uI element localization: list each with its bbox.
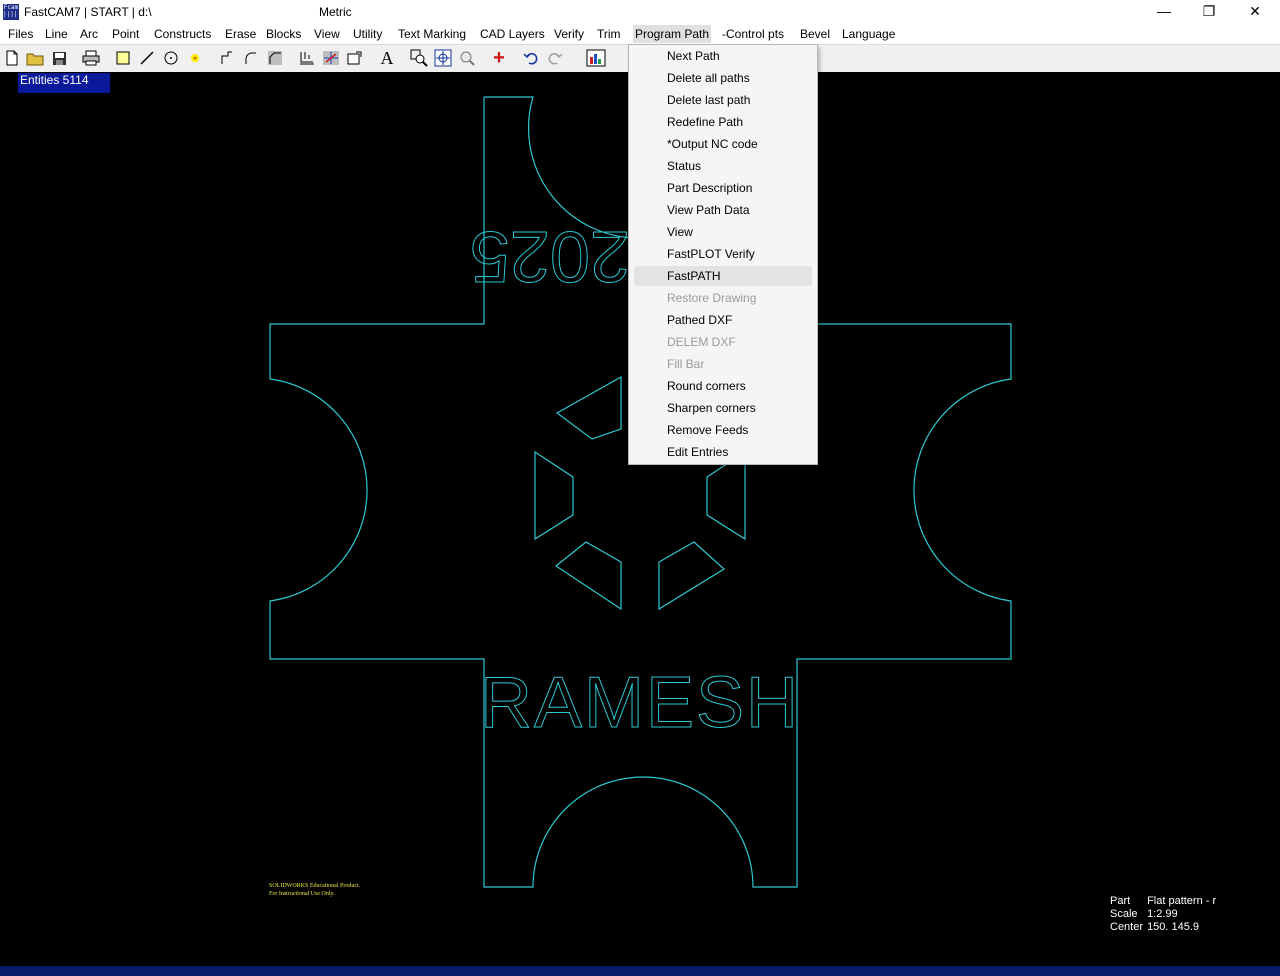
text-tool-icon[interactable]: A <box>380 47 394 68</box>
menu-program-path[interactable]: Program Path <box>633 25 712 43</box>
dd-fastplot-verify[interactable]: FastPLOT Verify <box>667 247 755 261</box>
status-strip <box>0 966 1280 976</box>
cutout-right <box>706 450 746 541</box>
restore-button[interactable]: ❐ <box>1202 3 1216 19</box>
logo-bars: ||||| <box>3 11 22 18</box>
menu-bevel[interactable]: Bevel <box>800 27 831 41</box>
dd-fastpath[interactable]: FastPATH <box>634 266 812 286</box>
block-insert-icon[interactable] <box>345 48 365 68</box>
new-file-icon[interactable] <box>2 48 22 68</box>
corner-tool-icon[interactable] <box>217 48 237 68</box>
drawing-text-ramesh: RAMESH <box>480 663 800 743</box>
zoom-extents-icon[interactable] <box>433 48 453 68</box>
solidworks-watermark: SOLIDWORKS Educational Product. For Inst… <box>269 882 360 898</box>
chamfer-tool-icon[interactable] <box>265 48 285 68</box>
undo-icon[interactable] <box>521 48 541 68</box>
scale-label: Scale <box>1110 908 1138 920</box>
zoom-previous-icon[interactable] <box>457 48 477 68</box>
watermark-line-1: SOLIDWORKS Educational Product. <box>269 883 361 889</box>
trim-tool-icon[interactable] <box>321 48 341 68</box>
dd-pathed-dxf[interactable]: Pathed DXF <box>667 313 733 327</box>
watermark-line-2: For Instructional Use Only. <box>269 891 335 897</box>
print-icon[interactable] <box>81 48 101 68</box>
dd-remove-feeds[interactable]: Remove Feeds <box>667 423 749 437</box>
circle-tool-icon[interactable] <box>161 48 181 68</box>
menu-view[interactable]: View <box>314 27 340 41</box>
cutout-bottom-right <box>658 541 725 611</box>
menu-files[interactable]: Files <box>8 27 34 41</box>
center-value: 150. 145.9 <box>1147 921 1200 933</box>
menu-erase[interactable]: Erase <box>225 27 257 41</box>
menu-blocks[interactable]: Blocks <box>266 27 302 41</box>
menu-point[interactable]: Point <box>112 27 140 41</box>
menu-constructs[interactable]: Constructs <box>154 27 212 41</box>
dd-view-path-data[interactable]: View Path Data <box>667 203 750 217</box>
save-icon[interactable] <box>49 48 69 68</box>
zoom-window-icon[interactable] <box>409 48 429 68</box>
program-path-dropdown: Next Path Delete all paths Delete last p… <box>628 44 818 465</box>
menu-line[interactable]: Line <box>45 27 68 41</box>
scale-value: 1:2.99 <box>1147 908 1178 920</box>
dd-delete-all-paths[interactable]: Delete all paths <box>667 71 750 85</box>
dd-view[interactable]: View <box>667 225 693 239</box>
menu-trim[interactable]: Trim <box>597 27 621 41</box>
line-tool-icon[interactable] <box>137 48 157 68</box>
minimize-button[interactable]: — <box>1157 3 1171 19</box>
box-select-icon[interactable] <box>113 48 133 68</box>
dd-edit-entries[interactable]: Edit Entries <box>667 445 729 459</box>
menu-utility[interactable]: Utility <box>353 27 383 41</box>
part-outline <box>269 96 1012 888</box>
part-info-panel: Part Flat pattern - r Scale 1:2.99 Cente… <box>1110 895 1216 934</box>
part-label: Part <box>1110 895 1131 907</box>
entities-count: Entities 5114 <box>18 73 110 93</box>
menu-arc[interactable]: Arc <box>80 27 98 41</box>
menu-verify[interactable]: Verify <box>554 27 585 41</box>
open-folder-icon[interactable] <box>25 48 45 68</box>
fastcam-logo-icon: Fcam ||||| <box>3 4 22 20</box>
menu-text-marking[interactable]: Text Marking <box>398 27 467 41</box>
menu-cad-layers[interactable]: CAD Layers <box>480 27 545 41</box>
dd-sharpen-corners[interactable]: Sharpen corners <box>667 401 756 415</box>
chart-report-icon[interactable] <box>586 48 606 68</box>
dd-restore-drawing[interactable]: Restore Drawing <box>667 291 757 305</box>
title-bar: Fcam ||||| FastCAM7 | START | d:\ Metric… <box>0 0 1280 25</box>
add-point-icon[interactable]: + <box>493 46 505 69</box>
menu-control-pts[interactable]: -Control pts <box>722 27 785 41</box>
part-drawing: 2025 RAMESH <box>269 96 1012 888</box>
dd-fill-bar[interactable]: Fill Bar <box>667 357 705 371</box>
dd-status[interactable]: Status <box>667 159 702 173</box>
logo-text: Fcam <box>3 4 19 11</box>
dd-round-corners[interactable]: Round corners <box>667 379 746 393</box>
drawing-text-2025: 2025 <box>470 216 630 296</box>
part-value: Flat pattern - r <box>1147 895 1217 907</box>
cutout-top-left <box>555 375 622 440</box>
explode-tool-icon[interactable] <box>297 48 317 68</box>
dd-delete-last-path[interactable]: Delete last path <box>667 93 751 107</box>
dd-output-nc-code[interactable]: *Output NC code <box>667 137 758 151</box>
dd-part-description[interactable]: Part Description <box>667 181 753 195</box>
dd-delem-dxf[interactable]: DELEM DXF <box>667 335 736 349</box>
dd-next-path[interactable]: Next Path <box>667 49 720 63</box>
menu-language[interactable]: Language <box>842 27 896 41</box>
redo-icon[interactable] <box>545 48 565 68</box>
point-tool-icon[interactable] <box>185 48 205 68</box>
fillet-tool-icon[interactable] <box>241 48 261 68</box>
units-title: Metric <box>319 5 352 19</box>
center-label: Center <box>1110 921 1144 933</box>
dd-redefine-path[interactable]: Redefine Path <box>667 115 744 129</box>
window-title: FastCAM7 | START | d:\ <box>24 5 152 19</box>
menu-bar: Files Line Arc Point Constructs Erase Bl… <box>0 24 1280 45</box>
cutout-bottom-left <box>554 541 622 611</box>
cutout-left <box>534 450 574 541</box>
close-button[interactable]: ✕ <box>1249 3 1261 19</box>
